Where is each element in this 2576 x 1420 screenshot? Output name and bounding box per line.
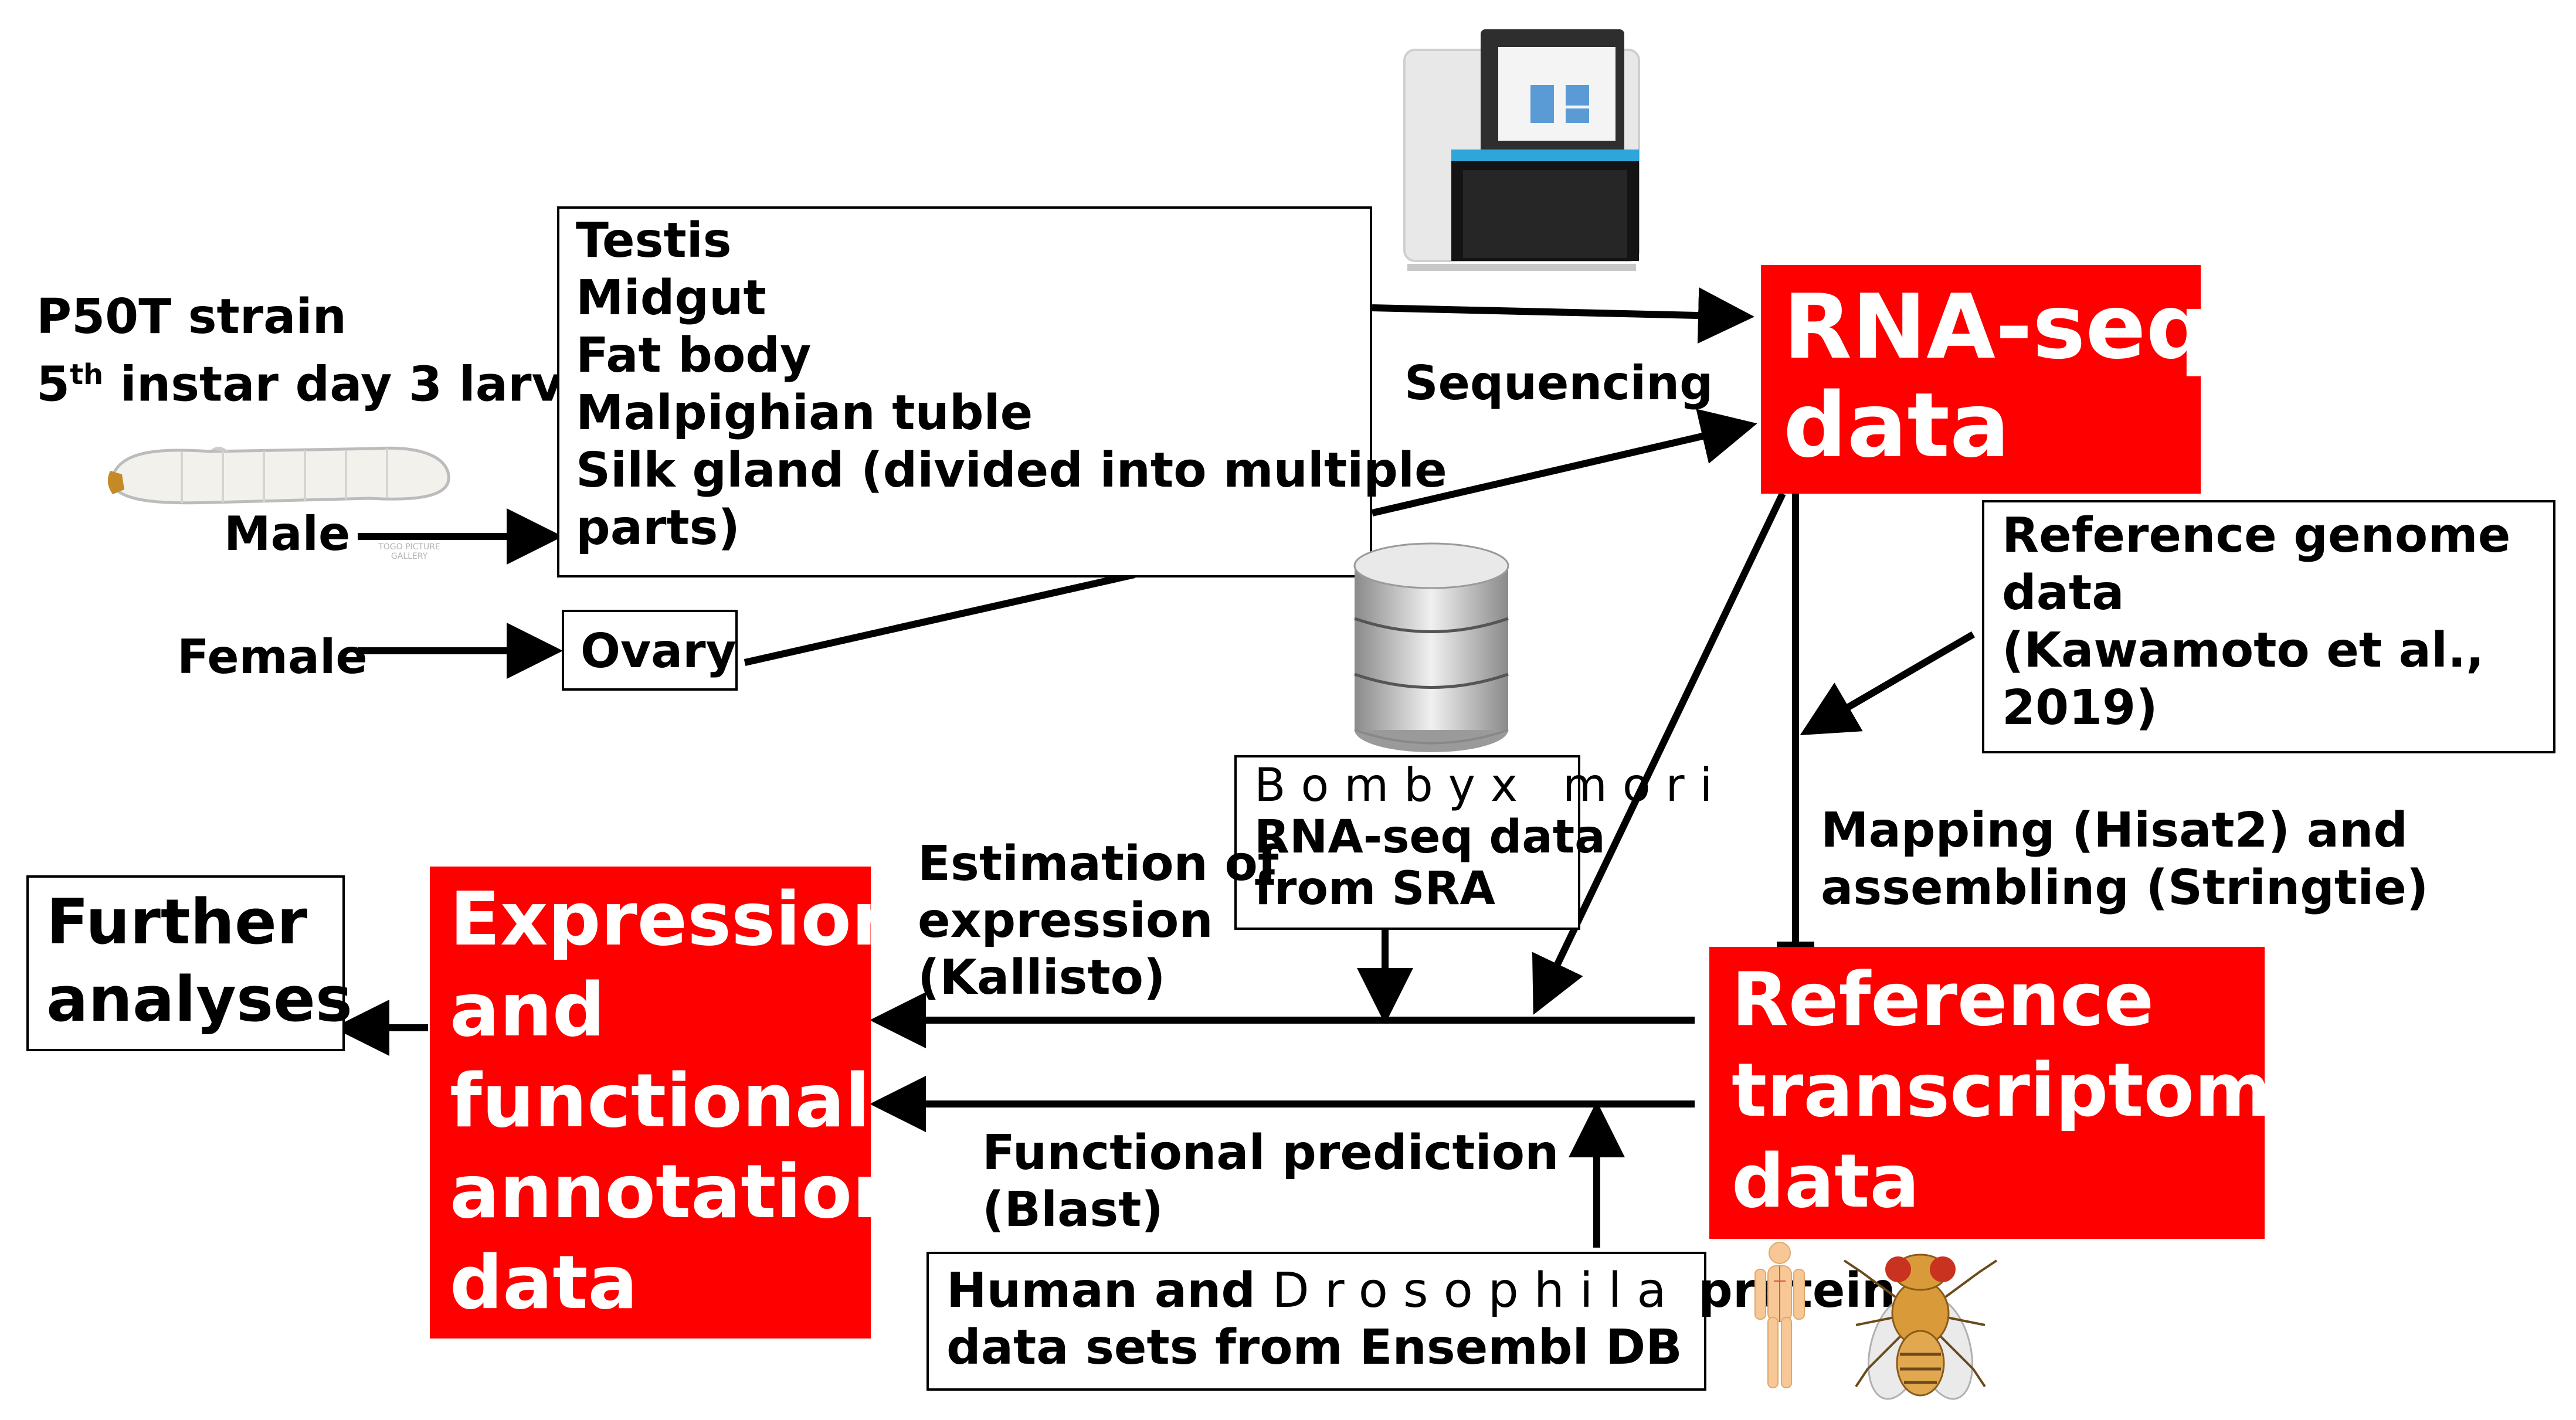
- reference-transcriptome-label: Reference transcriptome data: [1732, 956, 2322, 1224]
- strain-label: P50T strain 5th instar day 3 larva: [36, 289, 596, 413]
- ovary-box: Ovary: [562, 610, 738, 691]
- male-label: Male: [224, 507, 351, 561]
- human-body-icon: [1754, 1242, 1805, 1388]
- silkworm-larva-icon: [107, 446, 450, 505]
- estimation-label: Estimation of expression (Kallisto): [918, 836, 1279, 1005]
- rnaseq-to-estimation-arrow: [1532, 492, 1786, 1015]
- functional-prediction-label: Functional prediction (Blast): [982, 1125, 1559, 1238]
- reference-genome-label: Reference genome data (Kawamoto et al., …: [2002, 508, 2511, 736]
- reference-transcriptome-box: Reference transcriptome data: [1709, 947, 2322, 1239]
- expression-annotation-box: Expression and functional annotation dat…: [430, 867, 905, 1339]
- refgenome-arrow: [1800, 631, 1976, 736]
- female-label: Female: [177, 630, 368, 684]
- ovary-label: Ovary: [581, 624, 737, 678]
- further-analyses-box: Further analyses: [26, 875, 352, 1051]
- tissue-list: Testis Midgut Fat body Malpighian tuble …: [576, 213, 1447, 556]
- fruit-fly-icon: [1843, 1253, 1998, 1400]
- protein-datasets-box: Human and Drosophila protein data sets f…: [926, 1252, 1896, 1391]
- sequencer-icon: [1403, 29, 1640, 271]
- mapping-label: Mapping (Hisat2) and assembling (Stringt…: [1821, 803, 2429, 916]
- sequencing-label: Sequencing: [1404, 356, 1713, 410]
- sra-label: Bombyx mori RNA-seq data from SRA: [1254, 759, 1728, 915]
- tissue-to-rnaseq-arrow: [1372, 287, 1754, 344]
- further-analyses-label: Further analyses: [46, 886, 353, 1035]
- expression-annotation-label: Expression and functional annotation dat…: [450, 876, 905, 1326]
- tissue-to-rnaseq-arrow-2: [1371, 409, 1757, 517]
- sra-box: Bombyx mori RNA-seq data from SRA: [1234, 755, 1712, 930]
- protein-datasets-label: Human and Drosophila protein data sets f…: [946, 1263, 1896, 1375]
- rnaseq-data-box: RNA-seq data: [1761, 265, 2210, 494]
- tissue-list-box: Testis Midgut Fat body Malpighian tuble …: [557, 206, 1447, 577]
- database-icon: [1353, 542, 1509, 752]
- reference-genome-box: Reference genome data (Kawamoto et al., …: [1982, 500, 2555, 753]
- ovary-to-rnaseq-line: [744, 571, 1136, 666]
- rnaseq-data-label: RNA-seq data: [1783, 275, 2210, 477]
